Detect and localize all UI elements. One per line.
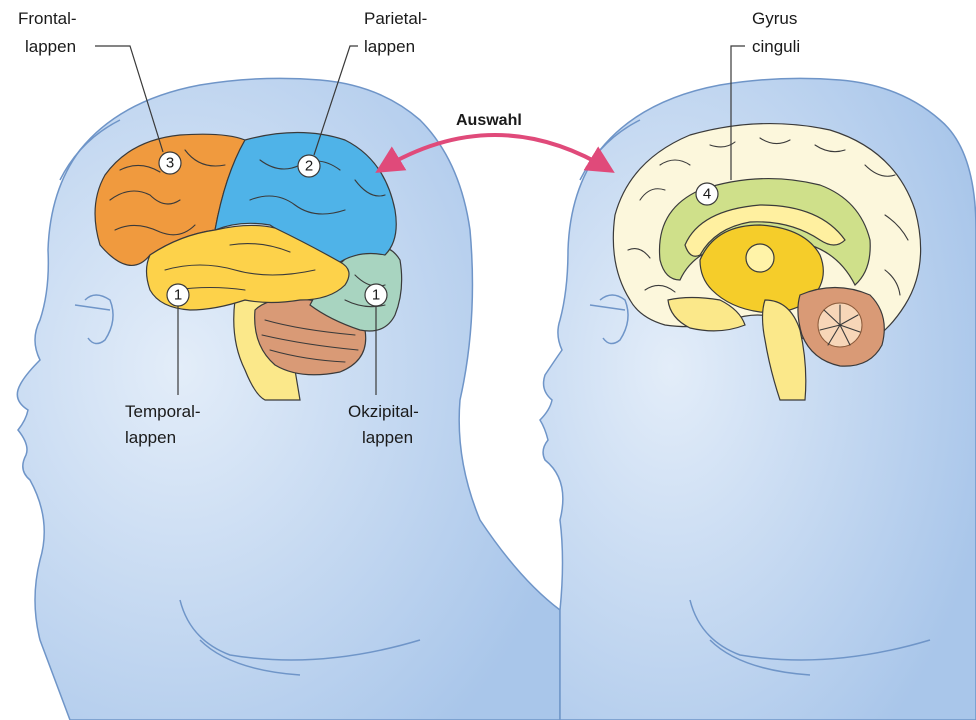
marker-frontal: 3 [159, 152, 181, 174]
arrow-label: Auswahl [456, 112, 522, 129]
label-cingulate-line1: Gyrus [752, 9, 797, 28]
label-occipital-line1: Okzipital- [348, 402, 419, 421]
label-frontal-line2: lappen [25, 37, 76, 56]
marker-occipital-text: 1 [372, 287, 380, 304]
label-parietal-line1: Parietal- [364, 9, 427, 28]
label-occipital-line2: lappen [362, 428, 413, 447]
right-thalamus [746, 244, 774, 272]
label-cingulate-line2: cinguli [752, 37, 800, 56]
label-temporal-line1: Temporal- [125, 402, 201, 421]
marker-occipital: 1 [365, 284, 387, 306]
label-frontal-line1: Frontal- [18, 9, 77, 28]
marker-cingulate: 4 [696, 183, 718, 205]
marker-temporal: 1 [167, 284, 189, 306]
marker-parietal: 2 [298, 155, 320, 177]
marker-temporal-text: 1 [174, 287, 182, 304]
label-temporal-line2: lappen [125, 428, 176, 447]
marker-cingulate-text: 4 [703, 186, 711, 203]
marker-frontal-text: 3 [166, 155, 174, 172]
label-parietal-line2: lappen [364, 37, 415, 56]
marker-parietal-text: 2 [305, 158, 313, 175]
